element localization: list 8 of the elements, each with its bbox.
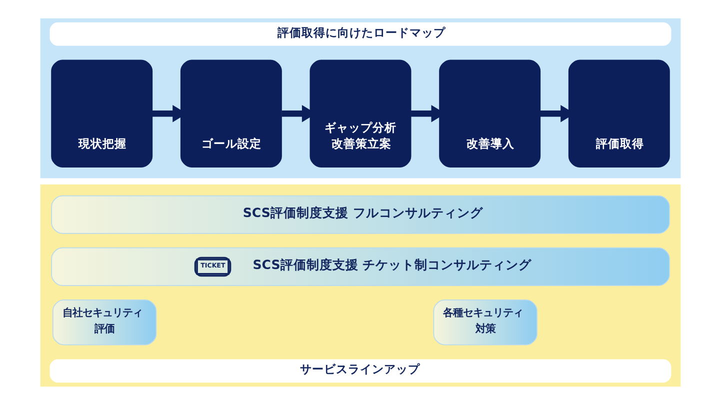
node-box: 各種セキュリティ対策: [432, 300, 537, 346]
node-box: 自社セキュリティ評価: [52, 300, 156, 346]
node-box: 現状把握: [50, 60, 152, 168]
node-box: 改善導入: [438, 60, 540, 168]
node-box: ゴール設定: [180, 60, 282, 168]
node-box: 評価取得: [568, 60, 670, 168]
node-box: SCS評価制度支援 フルコンサルティング: [50, 195, 670, 234]
node-box: ギャップ分析改善策立案: [309, 60, 411, 168]
